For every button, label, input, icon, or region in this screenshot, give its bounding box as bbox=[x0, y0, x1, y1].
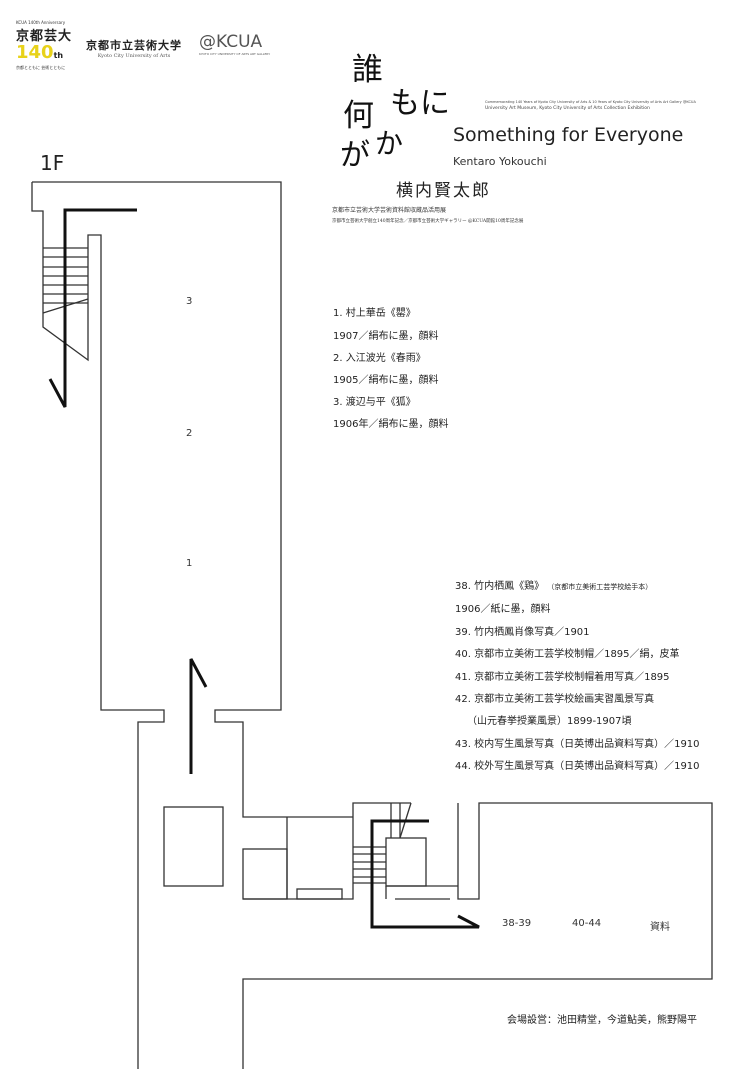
logo-caption: KCUA 140th Anniversary bbox=[16, 20, 66, 25]
work-line: 43. 校内写生風景写真（日英博出品資料写真）／1910 bbox=[455, 739, 700, 750]
exhibition-jp: 京都市立芸術大学芸術資料館収蔵品活用展 bbox=[332, 207, 447, 214]
route-arrow-south bbox=[370, 819, 480, 929]
gallery-logo: @KCUA KYOTO CITY UNIVERSITY OF ARTS ART … bbox=[199, 32, 271, 56]
work-line: 2. 入江波光《春雨》 bbox=[333, 353, 426, 364]
zone-label: 38-39 bbox=[502, 918, 532, 929]
logo-name: 京都芸大 bbox=[16, 29, 73, 44]
elevator bbox=[385, 837, 427, 887]
walls bbox=[31, 181, 713, 1069]
route-arrow-north bbox=[48, 208, 137, 408]
work-line: 3. 渡辺与平《狐》 bbox=[333, 397, 416, 408]
route-arrows bbox=[48, 208, 480, 929]
counter bbox=[296, 888, 343, 900]
work-line: 40. 京都市立美術工芸学校制帽／1895／絹，皮革 bbox=[455, 649, 680, 660]
north-room-left-wall bbox=[31, 182, 165, 1069]
artist-name-jp: 横内賢太郎 bbox=[396, 181, 491, 201]
small-room bbox=[242, 848, 288, 900]
work-line: 1906年／絹布に墨，顔料 bbox=[333, 419, 449, 430]
exhibition-title: Something for Everyone bbox=[453, 124, 684, 146]
artist-name-en: Kentaro Yokouchi bbox=[453, 155, 547, 168]
work-line: 41. 京都市立美術工芸学校制帽着用写真／1895 bbox=[455, 672, 670, 683]
work-line: 38. 竹内栖鳳《鶏》 （京都市立美術工芸学校絵手本） bbox=[455, 581, 653, 592]
logo-tagline: 京都とともに 芸術とともに bbox=[16, 65, 66, 70]
work-line: 1907／絹布に墨，顔料 bbox=[333, 331, 439, 342]
zone-label: 資料 bbox=[650, 922, 670, 933]
zone-label: 40-44 bbox=[572, 918, 602, 929]
commemoration-jp: 京都市立芸術大学創立140周年記念／京都市立芸術大学ギャラリー @KCUA開館1… bbox=[332, 219, 524, 224]
credits: 会場設営：池田精堂，今道鮎美，熊野陽平 bbox=[507, 1015, 697, 1026]
work-line: 1905／絹布に墨，顔料 bbox=[333, 375, 439, 386]
university-logo: 京都市立芸術大学 Kyoto City University of Arts bbox=[86, 39, 182, 59]
north-room-wall bbox=[32, 181, 353, 818]
pillar-block bbox=[163, 806, 224, 887]
work-line: 1. 村上華岳《罌》 bbox=[333, 308, 416, 319]
stair-treads-south bbox=[353, 846, 386, 884]
floor-label: 1F bbox=[40, 151, 65, 175]
zone-label: 3 bbox=[186, 296, 193, 307]
work-line: 42. 京都市立美術工芸学校絵画実習風景写真 bbox=[455, 694, 655, 705]
exhibition-en: University Art Museum, Kyoto City Univer… bbox=[485, 106, 650, 111]
work-line: 1906／紙に墨，顔料 bbox=[455, 604, 551, 615]
south-room-wall bbox=[242, 802, 713, 1069]
work-line: （山元春挙授業風景）1899-1907頃 bbox=[467, 716, 632, 727]
route-arrow-corridor bbox=[189, 658, 208, 774]
kcua-140th-logo: KCUA 140th Anniversary 京都芸大 140th 京都とともに… bbox=[16, 20, 73, 71]
work-line: 44. 校外写生風景写真（日英博出品資料写真）／1910 bbox=[455, 761, 700, 772]
zone-label: 1 bbox=[186, 558, 193, 569]
work-line: 39. 竹内栖鳳肖像写真／1901 bbox=[455, 627, 590, 638]
logo-number: 140th bbox=[16, 42, 64, 63]
commemoration-en: Commemorating 140 Years of Kyoto City Un… bbox=[485, 100, 696, 104]
zone-label: 2 bbox=[186, 428, 193, 439]
